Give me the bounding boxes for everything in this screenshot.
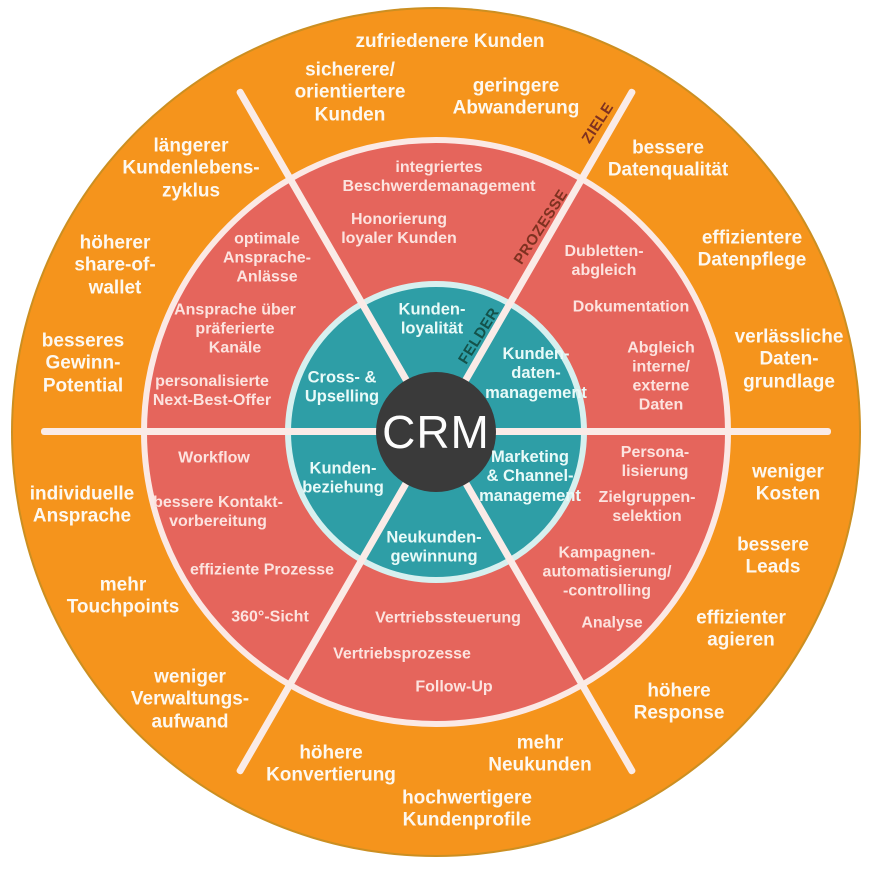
process-label: effiziente Prozesse: [189, 561, 335, 579]
field-label: Marketing & Channel- management: [479, 447, 581, 505]
process-label: Analyse: [581, 614, 643, 632]
goal-label: mehr Neukunden: [488, 732, 592, 776]
spoke-divider: [436, 428, 831, 435]
goal-label: geringere Abwanderung: [452, 75, 580, 119]
field-label: Kunden- beziehung: [302, 459, 384, 497]
goal-label: weniger Verwaltungs- aufwand: [130, 666, 250, 733]
goal-label: effizientere Datenpflege: [697, 227, 807, 271]
crm-center-title: CRM: [382, 406, 490, 458]
process-label: personalisierte Next-Best-Offer: [152, 373, 272, 409]
goal-label: bessere Datenqualität: [607, 137, 729, 181]
field-label: Cross- & Upselling: [304, 368, 380, 406]
process-label: integriertes Beschwerdemanagement: [342, 159, 536, 195]
process-label: Persona- lisierung: [620, 444, 690, 480]
process-label: optimale Ansprache- Anlässe: [222, 230, 312, 286]
process-label: Dubletten- abgleich: [564, 243, 644, 279]
goal-label: höhere Response: [633, 680, 725, 724]
process-label: Workflow: [178, 449, 250, 467]
goal-label: sicherere/ orientiertere Kunden: [294, 59, 406, 126]
goal-label: hochwertigere Kundenprofile: [402, 787, 532, 831]
process-label: Ansprache über präferierte Kanäle: [174, 301, 296, 357]
process-label: Follow-Up: [415, 678, 493, 696]
field-label: Neukunden- gewinnung: [386, 528, 482, 566]
field-label: Kunden- daten- management: [485, 344, 587, 402]
goal-label: weniger Kosten: [752, 461, 824, 505]
goal-label: höherer share-of- wallet: [74, 232, 156, 299]
process-label: Zielgruppen- selektion: [598, 489, 696, 525]
goal-label: bessere Leads: [737, 534, 809, 578]
goal-label: höhere Konvertierung: [266, 742, 396, 786]
goal-label: verlässliche Daten- grundlage: [734, 326, 844, 393]
process-label: Abgleich interne/ externe Daten: [627, 339, 695, 413]
goal-label: längerer Kundenlebens- zyklus: [122, 135, 260, 202]
process-label: Dokumentation: [572, 298, 690, 316]
goal-label: effizienter agieren: [696, 607, 786, 651]
process-label: Honorierung loyaler Kunden: [341, 211, 457, 247]
goal-label: individuelle Ansprache: [29, 483, 135, 527]
field-label: Kunden- loyalität: [398, 300, 466, 338]
crm-center-hub: [376, 372, 496, 492]
goal-label: mehr Touchpoints: [66, 574, 180, 618]
process-label: Vertriebssteuerung: [375, 609, 521, 627]
goal-label: besseres Gewinn- Potential: [41, 330, 125, 397]
process-label: Vertriebsprozesse: [333, 645, 471, 663]
process-label: Kampagnen- automatisierung/ -controlling: [542, 544, 672, 600]
process-label: 360°-Sicht: [231, 608, 309, 626]
goal-label: zufriedenere Kunden: [355, 30, 545, 52]
process-label: bessere Kontakt- vorbereitung: [153, 494, 283, 530]
